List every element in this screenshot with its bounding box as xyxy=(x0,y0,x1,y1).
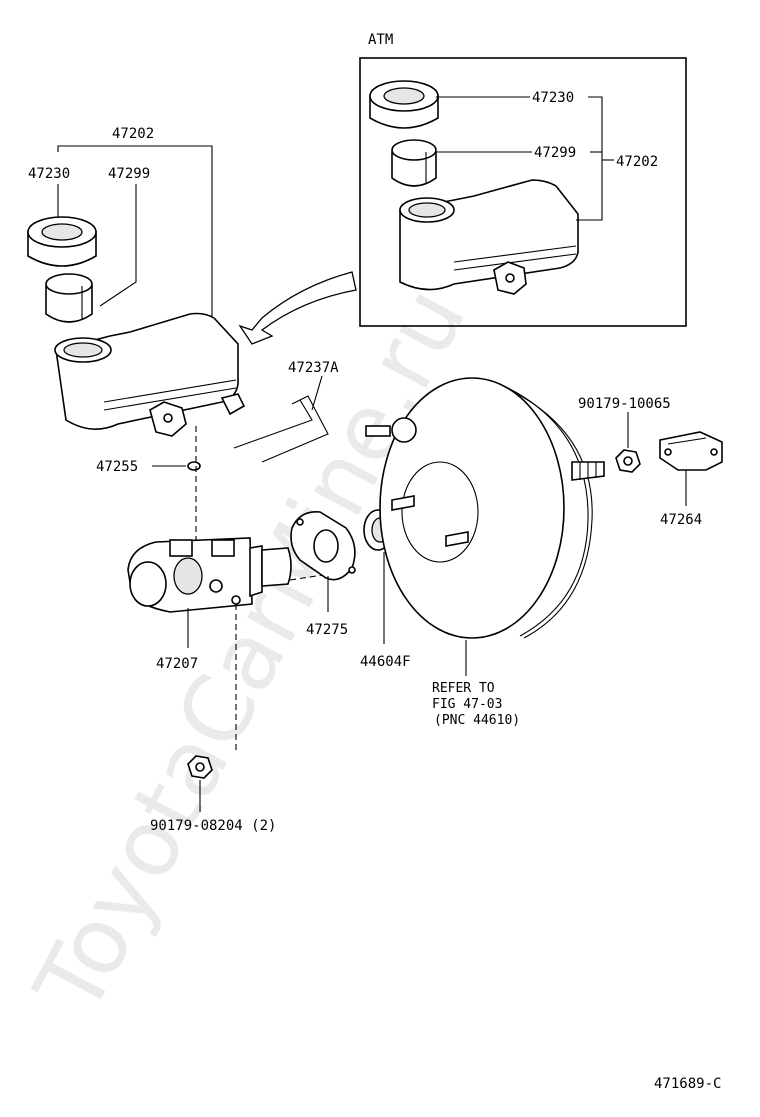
leader-47202 xyxy=(57,145,213,320)
label-47230: 47230 xyxy=(28,166,70,182)
inset-cap-47230-part[interactable] xyxy=(369,80,439,129)
inset-leader-lines xyxy=(436,96,614,221)
label-44604f: 44604F xyxy=(360,654,411,670)
label-47275: 47275 xyxy=(306,622,348,638)
nut-90179-08204-part[interactable] xyxy=(187,755,213,779)
clip-47237a-part[interactable] xyxy=(233,395,329,463)
inset-label-47202: 47202 xyxy=(616,154,658,170)
atm-inset-frame xyxy=(359,57,687,327)
master-cylinder-47207-part[interactable] xyxy=(127,537,292,613)
label-47207: 47207 xyxy=(156,656,198,672)
label-90179-08204: 90179-08204 (2) xyxy=(150,818,276,834)
clevis-47264-part[interactable] xyxy=(659,431,723,471)
label-47264: 47264 xyxy=(660,512,702,528)
leader-47237a xyxy=(311,375,323,411)
label-47202: 47202 xyxy=(112,126,154,142)
label-47237a: 47237A xyxy=(288,360,339,376)
inset-reservoir-part[interactable] xyxy=(399,179,579,295)
atm-inset: ATM xyxy=(359,32,687,327)
figure-number: 471689-C xyxy=(654,1076,721,1092)
main-reservoir-group: 47202 47230 47299 xyxy=(27,126,246,437)
leader-47299 xyxy=(99,184,137,307)
grommet-47255-part[interactable] xyxy=(187,461,201,471)
gasket-47275-part[interactable] xyxy=(290,511,356,581)
refer-line-1: REFER TO xyxy=(432,681,495,696)
inset-pointer-arrow xyxy=(238,271,357,345)
inset-strainer-47299-part[interactable] xyxy=(391,139,437,187)
inset-label-47230: 47230 xyxy=(532,90,574,106)
cap-47230-part[interactable] xyxy=(27,216,97,267)
nut-90179-10065-part[interactable] xyxy=(615,449,641,473)
atm-inset-label: ATM xyxy=(368,32,393,48)
brake-booster-part[interactable] xyxy=(365,377,605,639)
label-47299: 47299 xyxy=(108,166,150,182)
inset-label-47299: 47299 xyxy=(534,145,576,161)
label-47255: 47255 xyxy=(96,459,138,475)
reservoir-tank-part[interactable] xyxy=(54,312,246,437)
refer-line-2: FIG 47-03 xyxy=(432,697,502,712)
refer-line-3: (PNC 44610) xyxy=(434,713,520,728)
strainer-47299-part[interactable] xyxy=(45,273,93,323)
label-90179-10065: 90179-10065 xyxy=(578,396,671,412)
